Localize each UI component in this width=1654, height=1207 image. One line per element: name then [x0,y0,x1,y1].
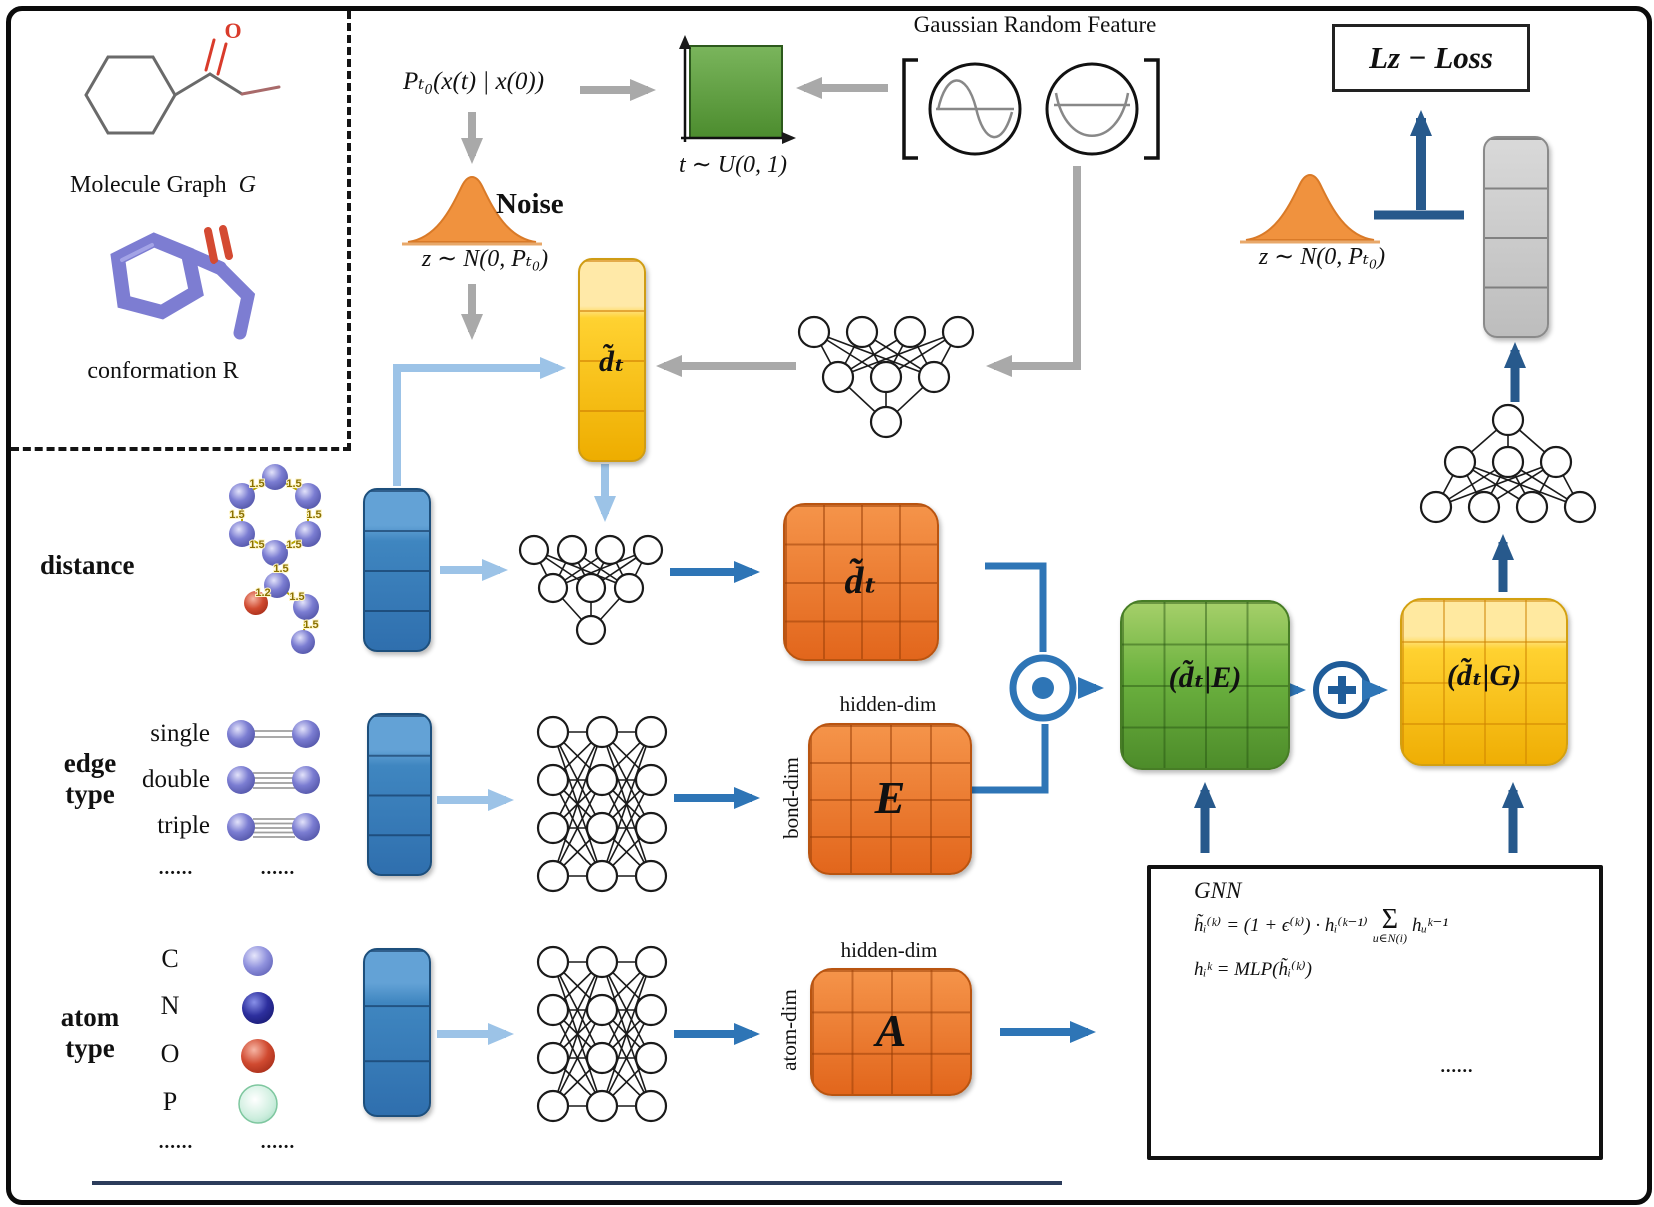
bond-length-label: 1.5 [289,591,304,603]
distance-graph-fusion-matrix: (d̃ₜ|G) [1400,598,1568,766]
noise-label: Noise [496,188,564,220]
atom-type-icons [238,946,278,1124]
edge-type-row-label: edge type [50,748,130,810]
edge-feature-column [367,713,432,876]
gnn-formula-1-tail: hᵤᵏ⁻¹ [1411,915,1449,937]
triple-bond-icon [253,818,295,838]
noise-distribution-formula: z ∼ N(0, Pₜ₀) [421,246,549,272]
bond-type-icons [227,720,320,841]
distance-graph-fusion-label: (d̃ₜ|G) [1446,659,1522,692]
gnn-title: GNN [1194,878,1242,903]
edge-embedding-matrix: E [808,723,972,875]
conformation-caption: conformation R [87,358,239,384]
single-bond-label: single [150,720,210,747]
noise-gaussian-curve [402,176,542,246]
bond-dim-label: bond-dim [779,757,803,839]
atom-label-line2: type [65,1033,115,1064]
noisy-distance-vector-block: d̃ₜ [578,258,646,462]
molecule-graph-caption: Molecule Graph G [48,172,278,199]
atom-label-line1: atom [60,1002,120,1032]
gaussian-random-feature-title: Gaussian Random Feature [913,12,1157,37]
atom-embedding-matrix: A [810,968,972,1096]
loss-gaussian-curve [1240,174,1380,244]
figure-border [6,6,1652,1205]
gnn-formula-1-lhs: h̃ᵢ⁽ᵏ⁾ [1194,915,1222,937]
output-vector-column [1483,136,1549,338]
carbon-label: C [161,944,179,973]
atom-dim-label: atom-dim [777,989,801,1071]
bond-length-label: 1.2 [255,587,270,599]
single-bond-icon [253,730,295,738]
atom-type-row-label: atom type [50,1002,130,1064]
loss-box: Lz − Loss [1332,24,1530,92]
oxygen-atom-label: O [224,18,241,43]
gnn-sum-subscript: u∈N(i) [1372,930,1407,945]
e-hidden-dim-label: hidden-dim [839,692,937,716]
oxygen-atom-icon [241,1039,275,1073]
molecule-graph-caption-text: Molecule Graph [70,172,227,198]
edge-embedding-label: E [874,772,906,823]
distance-embedding-label: d̃ₜ [844,560,878,602]
molecule-3d-conformation [110,225,256,340]
triple-bond-label: triple [157,812,210,839]
distance-molecule: 1.5 1.5 1.5 1.5 1.5 1.5 1.5 1.5 1.5 1.2 [228,464,323,654]
gaussian-random-feature-icon [902,58,1160,160]
perturbation-kernel-formula: Pₜ₀(x(t) | x(0)) [402,68,545,95]
gnn-formula-2: hᵢᵏ = MLP(h̃ᵢ⁽ᵏ⁾) [1194,959,1313,980]
cosine-wave-icon [1045,62,1139,156]
gnn-formula-1: h̃ᵢ⁽ᵏ⁾ = (1 + ϵ⁽ᵏ⁾) · hᵢ⁽ᵏ⁻¹⁾ Σ u∈N(i) h… [1194,904,1449,945]
atom-embedding-label: A [875,1005,907,1056]
bond-length-label: 1.5 [229,509,244,521]
gnn-formula-1-eq: = (1 + ϵ⁽ᵏ⁾) · hᵢ⁽ᵏ⁻¹⁾ [1226,915,1368,937]
loss-noise-formula: z ∼ N(0, Pₜ₀) [1258,244,1386,270]
input-panel-divider [11,11,351,451]
gnn-sigma: Σ [1381,904,1398,935]
edge-ellipsis-right: ...... [260,858,296,879]
bond-length-label: 1.5 [249,478,264,490]
distance-edge-fusion-label: (d̃ₜ|E) [1168,661,1242,694]
nitrogen-atom-icon [242,992,274,1024]
time-sample-plot [679,35,796,144]
phosphorus-atom-icon [238,1084,278,1124]
edge-label-line1: edge [63,748,117,778]
distance-molecule-atoms [229,464,321,654]
double-bond-icon [253,772,295,789]
flow-arrows [393,77,1526,1074]
time-distribution-formula: t ∼ U(0, 1) [678,152,788,178]
distance-row-label: distance [40,550,135,580]
gnn-sum-operator: Σ u∈N(i) [1372,904,1407,945]
molecule-graph-variable: G [238,172,256,198]
gnn-ellipsis: ...... [1440,1056,1474,1076]
oxygen-label: O [160,1039,180,1068]
carbon-atom-icon [243,946,273,976]
distance-edge-fusion-matrix: (d̃ₜ|E) [1120,600,1290,770]
bond-length-label: 1.5 [286,539,301,551]
bond-length-label: 1.5 [273,563,288,575]
atom-ellipsis-left: ...... [158,1132,194,1153]
noisy-distance-vector-label: d̃ₜ [598,345,626,378]
double-bond-label: double [141,766,210,793]
edge-ellipsis-left: ...... [158,858,194,879]
bond-length-label: 1.5 [306,509,321,521]
a-hidden-dim-label: hidden-dim [840,938,938,962]
bond-length-label: 1.5 [249,539,264,551]
loss-label: Lz − Loss [1369,40,1493,75]
edge-label-line2: type [65,779,115,810]
neural-network-glyphs [518,315,1597,1123]
distance-feature-column [363,488,431,652]
distance-embedding-matrix: d̃ₜ [783,503,939,661]
gnn-box [1147,865,1603,1160]
atom-ellipsis-right: ...... [260,1132,296,1153]
phosphorus-label: P [162,1087,178,1116]
atom-feature-column [363,948,431,1117]
bond-length-label: 1.5 [286,478,301,490]
elementwise-product-operator [1009,654,1077,722]
nitrogen-label: N [160,991,180,1020]
molecule-2d-graph: O [84,18,281,135]
oxygen-atom-sphere [244,591,268,615]
bond-length-label: 1.5 [303,619,318,631]
